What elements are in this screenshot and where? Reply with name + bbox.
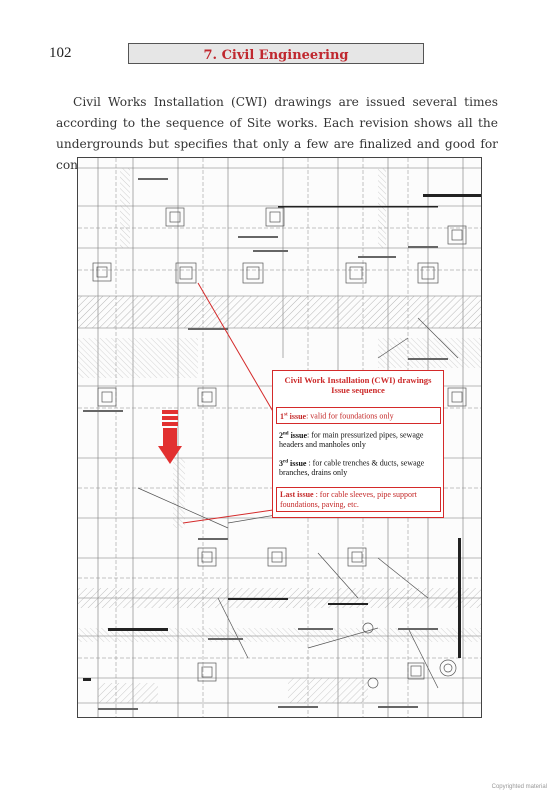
page-number: 102	[49, 45, 72, 61]
chapter-title: 7. Civil Engineering	[203, 48, 349, 63]
issue-2: 2nd issue: for main pressurized pipes, s…	[279, 430, 424, 450]
callout-title-line1: Civil Work Installation (CWI) drawings	[284, 375, 432, 385]
chapter-banner: 7. Civil Engineering	[128, 43, 424, 64]
cwi-issue-callout: Civil Work Installation (CWI) drawings I…	[272, 370, 444, 518]
issue-last: Last issue : for cable sleeves, pipe sup…	[276, 487, 441, 512]
cwi-drawing: Civil Work Installation (CWI) drawings I…	[77, 157, 482, 718]
issue-1: 1st issue: valid for foundations only	[276, 407, 441, 425]
callout-title-line2: Issue sequence	[331, 385, 385, 395]
issue-3: 3rd issue : for cable trenches & ducts, …	[279, 458, 425, 478]
callout-title: Civil Work Installation (CWI) drawings I…	[273, 375, 443, 395]
down-arrow-icon	[158, 410, 182, 464]
copyright-notice: Copyrighted material	[491, 784, 547, 790]
